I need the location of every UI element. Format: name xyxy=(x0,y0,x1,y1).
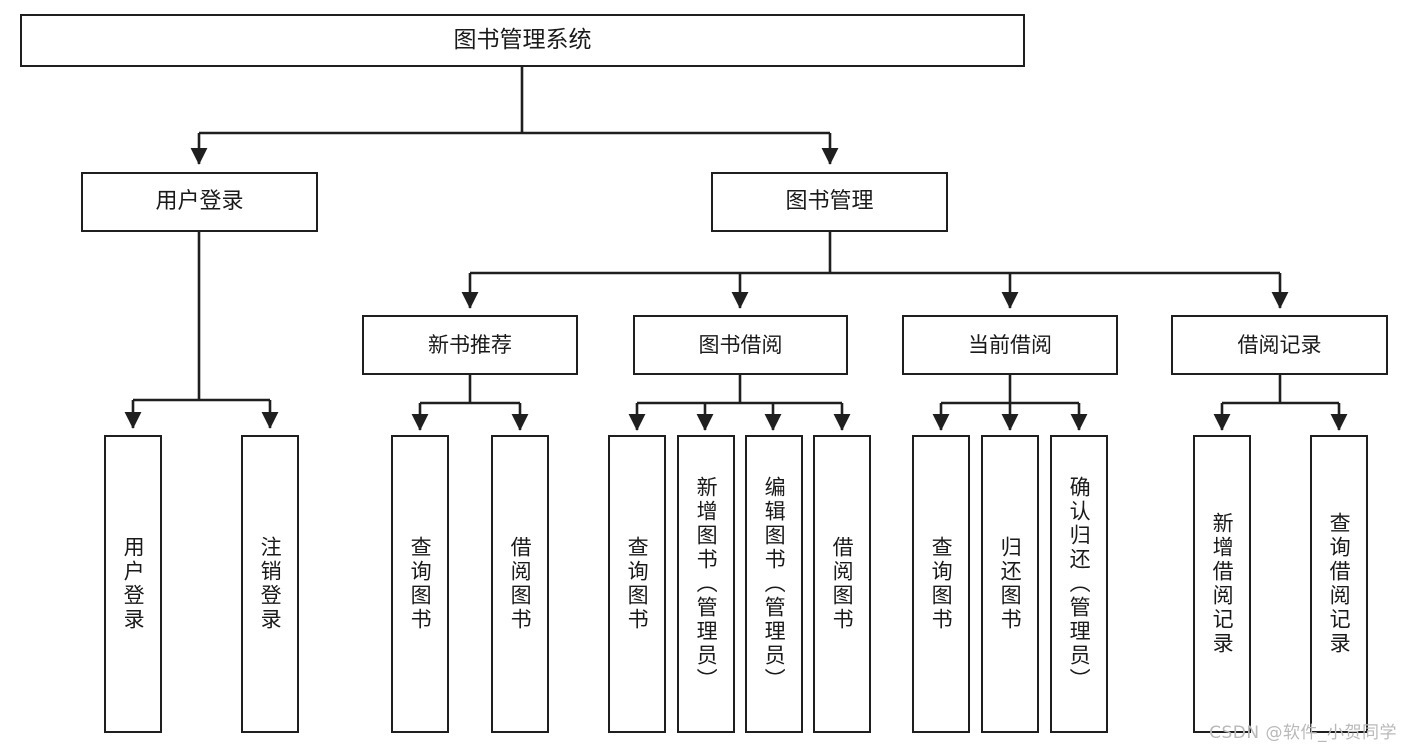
leaf-user-login-logout[interactable]: 注销登录 xyxy=(241,435,299,733)
leaf-current-return-book[interactable]: 归还图书 xyxy=(981,435,1039,733)
leaf-current-query-book[interactable]: 查询图书 xyxy=(912,435,970,733)
leaf-label: 借阅图书 xyxy=(830,536,855,632)
leaf-borrow-query-book[interactable]: 查询图书 xyxy=(608,435,666,733)
node-new-book-recommend[interactable]: 新书推荐 xyxy=(362,315,578,375)
leaf-label: 注销登录 xyxy=(258,536,283,632)
leaf-record-add-record[interactable]: 新增借阅记录 xyxy=(1193,435,1251,733)
node-user-login[interactable]: 用户登录 xyxy=(81,172,318,232)
node-root-system[interactable]: 图书管理系统 xyxy=(20,14,1025,67)
node-book-borrow[interactable]: 图书借阅 xyxy=(633,315,848,375)
node-book-management[interactable]: 图书管理 xyxy=(711,172,948,232)
leaf-label: 归还图书 xyxy=(998,536,1023,632)
leaf-borrow-edit-book-admin[interactable]: 编辑图书（管理员） xyxy=(745,435,803,733)
csdn-watermark: CSDN @软件_小贺同学 xyxy=(1209,723,1397,743)
leaf-label: 新增借阅记录 xyxy=(1210,512,1235,656)
leaf-label: 新增图书（管理员） xyxy=(694,476,719,692)
leaf-label: 确认归还（管理员） xyxy=(1067,476,1092,692)
leaf-label: 查询图书 xyxy=(625,536,650,632)
leaf-borrow-add-book-admin[interactable]: 新增图书（管理员） xyxy=(677,435,735,733)
leaf-label: 编辑图书（管理员） xyxy=(762,476,787,692)
leaf-current-confirm-return-admin[interactable]: 确认归还（管理员） xyxy=(1050,435,1108,733)
leaf-label: 查询图书 xyxy=(408,536,433,632)
leaf-recommend-query-book[interactable]: 查询图书 xyxy=(391,435,449,733)
leaf-recommend-borrow-book[interactable]: 借阅图书 xyxy=(491,435,549,733)
leaf-label: 借阅图书 xyxy=(508,536,533,632)
leaf-label: 查询借阅记录 xyxy=(1327,512,1352,656)
leaf-borrow-borrow-book[interactable]: 借阅图书 xyxy=(813,435,871,733)
node-current-borrow[interactable]: 当前借阅 xyxy=(902,315,1118,375)
node-borrow-record[interactable]: 借阅记录 xyxy=(1171,315,1388,375)
leaf-label: 用户登录 xyxy=(121,536,146,632)
leaf-label: 查询图书 xyxy=(929,536,954,632)
leaf-record-query-record[interactable]: 查询借阅记录 xyxy=(1310,435,1368,733)
leaf-user-login-login[interactable]: 用户登录 xyxy=(104,435,162,733)
